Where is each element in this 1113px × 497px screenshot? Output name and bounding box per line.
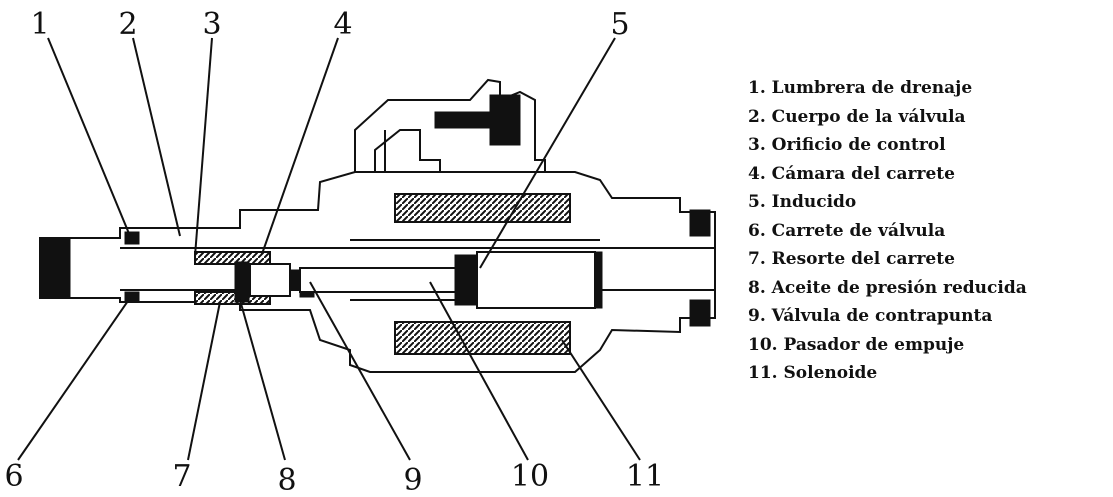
legend-item-8: 8. Aceite de presión reducida [748,277,1027,298]
legend-item-6: 6. Carrete de válvula [748,220,946,241]
leader-lines [17,37,641,461]
callout-number-11: 11 [626,459,664,494]
legend-item-1: 1. Lumbrera de drenaje [748,78,973,98]
callout-number-9: 9 [403,463,422,497]
legend-item-11: 11. Solenoide [748,363,878,383]
callout-number-4: 4 [333,7,352,42]
leader-3 [194,37,213,257]
callout-number-7: 7 [172,459,191,494]
parts-legend: 1. Lumbrera de drenaje 2. Cuerpo de la v… [748,74,1027,388]
leader-10 [429,281,529,461]
spool-assembly [194,251,301,305]
leader-1 [47,37,131,237]
legend-item-4: 4. Cámara del carrete [748,163,955,184]
callout-number-8: 8 [277,463,296,497]
callout-number-6: 6 [4,459,23,494]
leader-7 [187,301,221,461]
legend-item-3: 3. Orificio de control [748,135,946,155]
callout-number-5: 5 [610,7,629,42]
leader-5 [479,37,616,269]
leader-9 [309,281,411,461]
leader-6 [17,297,131,461]
leader-8 [239,299,286,461]
legend-item-5: 5. Inducido [748,192,857,212]
legend-item-9: 9. Válvula de contrapunta [748,306,993,326]
callout-number-10: 10 [511,459,549,494]
callout-number-2: 2 [118,7,137,42]
legend-item-7: 7. Resorte del carrete [748,249,955,269]
armature [299,251,603,309]
callout-number-1: 1 [30,7,49,42]
legend-item-2: 2. Cuerpo de la válvula [748,106,966,127]
callout-number-3: 3 [202,7,221,42]
legend-item-10: 10. Pasador de empuje [748,334,965,355]
leader-2 [132,37,181,237]
leader-11 [561,339,641,461]
leader-4 [261,37,339,255]
solenoid-coil [394,193,571,355]
